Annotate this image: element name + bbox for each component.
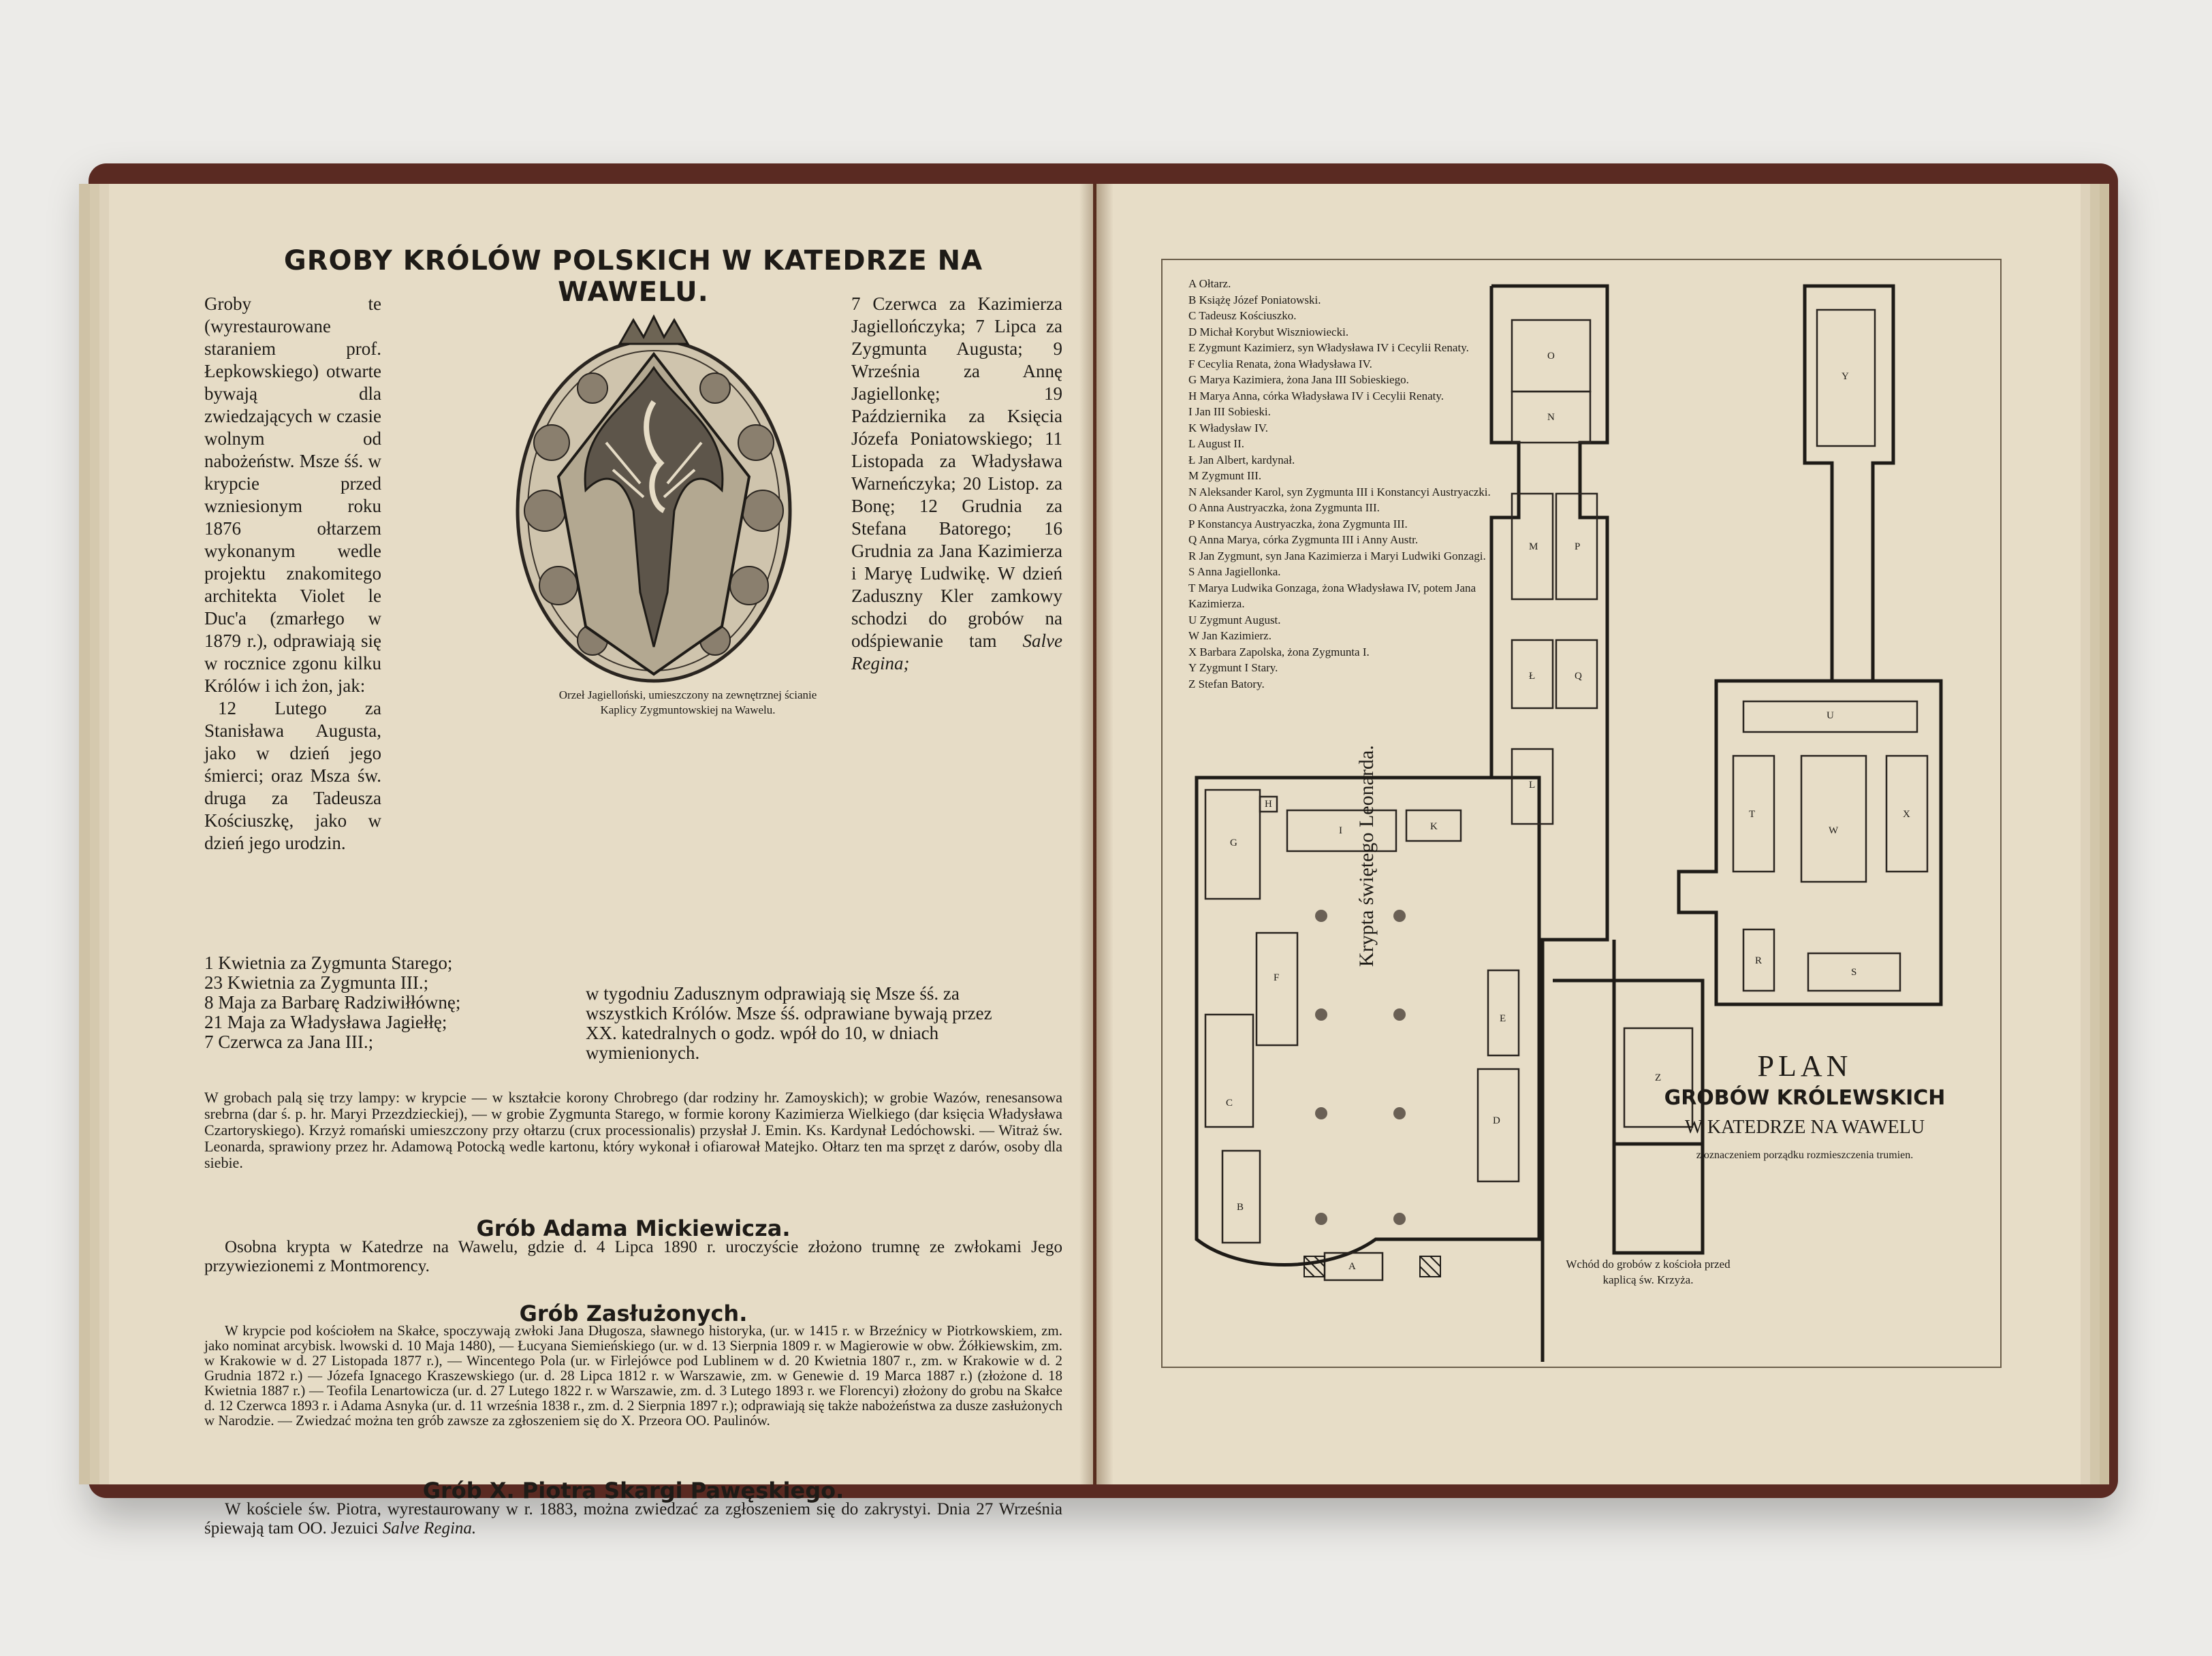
plan-label: K <box>1430 821 1438 832</box>
zasluzonych-heading: Grób Zasłużonych. <box>519 1301 748 1326</box>
plan-label: X <box>1903 809 1910 820</box>
plan-title-block: PLAN GROBÓW KRÓLEWSKICH W KATEDRZE NA WA… <box>1662 1049 1948 1163</box>
intro-column: Groby te (wyrestaurowane staraniem prof.… <box>204 293 381 855</box>
zasluzonych-section: Grób Zasłużonych. W krypcie pod kościołe… <box>204 1301 1062 1429</box>
plan-label: P <box>1575 541 1581 552</box>
list-item: 21 Maja za Władysława Jagiełłę; <box>204 1012 447 1032</box>
mickiewicz-heading: Grób Adama Mickiewicza. <box>476 1215 791 1241</box>
plan-title: PLAN <box>1757 1049 1852 1083</box>
legend-item: I Jan III Sobieski. <box>1188 405 1271 418</box>
plan-label: Z <box>1655 1072 1662 1083</box>
skarga-text: W kościele św. Piotra, wyrestaurowany w … <box>204 1500 1062 1538</box>
legend-item: X Barbara Zapolska, żona Zygmunta I. <box>1188 645 1370 658</box>
plan-label: M <box>1529 541 1538 552</box>
plan-letter-labels: A B C D E F G H I K L Ł M N O P Q R S T … <box>1158 259 2002 1369</box>
legend-item: B Książę Józef Poniatowski. <box>1188 293 1321 306</box>
plan-label: Y <box>1842 371 1849 382</box>
plan-label: I <box>1339 825 1342 836</box>
anniversary-text: 7 Czerwca za Kazimierza Jagiellończyka; … <box>851 293 1062 651</box>
legend-item: P Konstancya Austryaczka, żona Zygmunta … <box>1188 517 1408 530</box>
legend-item: Z Stefan Batory. <box>1188 677 1265 690</box>
anniversary-column: 7 Czerwca za Kazimierza Jagiellończyka; … <box>851 293 1062 675</box>
plan-label: T <box>1749 809 1756 820</box>
plan-label: U <box>1827 710 1834 721</box>
skarga-heading: Grób X. Piotra Skargi Pawęskiego. <box>422 1478 844 1503</box>
legend-item: O Anna Austryaczka, żona Zygmunta III. <box>1188 501 1380 514</box>
plan-subtitle: GROBÓW KRÓLEWSKICH <box>1664 1086 1946 1110</box>
legend-item: D Michał Korybut Wiszniowiecki. <box>1188 325 1349 338</box>
legend-item: N Aleksander Karol, syn Zygmunta III i K… <box>1188 485 1491 498</box>
salve-regina-italic: Salve Regina; <box>851 631 1062 673</box>
legend-item: W Jan Kazimierz. <box>1188 629 1271 642</box>
book-gutter <box>1079 184 1113 1484</box>
legend-item: H Marya Anna, córka Władysława IV i Cecy… <box>1188 389 1444 402</box>
plan-label: A <box>1348 1261 1356 1272</box>
legend-item: S Anna Jagiellonka. <box>1188 565 1281 578</box>
plan-label: L <box>1529 780 1536 791</box>
plan-label: Ł <box>1529 671 1536 682</box>
legend-item: A Ołtarz. <box>1188 277 1231 290</box>
legend-item: C Tadeusz Kościuszko. <box>1188 309 1297 322</box>
plan-label: H <box>1265 799 1272 810</box>
crypt-label: Krypta świętego Leonarda. <box>1355 745 1378 967</box>
mass-continuation: w tygodniu Zadusznym odprawiają się Msze… <box>586 983 992 1063</box>
plan-label: F <box>1274 972 1280 983</box>
legend-item: U Zygmunt August. <box>1188 613 1281 626</box>
emblem-caption: Orzeł Jagielloński, umieszczony na zewnę… <box>558 688 817 716</box>
list-item: 8 Maja za Barbarę Radziwiłłównę; <box>204 992 461 1013</box>
plan-label: S <box>1851 967 1857 978</box>
legend-item: E Zygmunt Kazimierz, syn Władysława IV i… <box>1188 341 1469 354</box>
legend-item: F Cecylia Renata, żona Władysława IV. <box>1188 357 1372 370</box>
plan-label: D <box>1493 1115 1500 1126</box>
tomb-floor-plan <box>1195 284 1943 1362</box>
list-item: 1 Kwietnia za Zygmunta Starego; <box>204 953 453 973</box>
entrance-label: Wchód do grobów z kościoła przed kaplicą… <box>1566 1258 1731 1286</box>
plan-note: z oznaczeniem porządku rozmieszczenia tr… <box>1696 1149 1914 1161</box>
tomb-coffins <box>1204 308 1929 1281</box>
mickiewicz-text: Osobna krypta w Katedrze na Wawelu, gdzi… <box>204 1238 1062 1275</box>
intro-text: Groby te (wyrestaurowane staraniem prof.… <box>204 293 381 696</box>
skarga-body: W kościele św. Piotra, wyrestaurowany w … <box>204 1500 1062 1538</box>
intro-dates: 12 Lutego za Stanisława Augusta, jako w … <box>204 698 381 853</box>
plan-frame <box>1161 259 2002 1368</box>
jagiellonian-eagle-emblem <box>516 314 792 683</box>
list-item: 23 Kwietnia za Zygmunta III.; <box>204 972 429 993</box>
skarga-section: Grób X. Piotra Skargi Pawęskiego. W kośc… <box>204 1478 1062 1538</box>
plan-label: C <box>1226 1098 1233 1109</box>
plan-label: Q <box>1575 671 1582 682</box>
legend-item: Ł Jan Albert, kardynał. <box>1188 453 1295 466</box>
plan-legend: A Ołtarz. B Książę Józef Poniatowski. C … <box>1188 276 1502 692</box>
salve-regina-italic: Salve Regina. <box>382 1519 477 1538</box>
anniversary-list: 1 Kwietnia za Zygmunta Starego; 23 Kwiet… <box>204 953 586 1052</box>
zasluzonych-text: W krypcie pod kościołem na Skałce, spocz… <box>204 1322 1062 1429</box>
left-page-content: GROBY KRÓLÓW POLSKICH W KATEDRZE NA WAWE… <box>204 245 1062 1538</box>
page-title: GROBY KRÓLÓW POLSKICH W KATEDRZE NA WAWE… <box>283 245 983 308</box>
legend-item: M Zygmunt III. <box>1188 469 1262 482</box>
legend-item: Y Zygmunt I Stary. <box>1188 661 1278 674</box>
plan-label: R <box>1755 955 1763 966</box>
legend-item: Q Anna Marya, córka Zygmunta III i Anny … <box>1188 533 1419 546</box>
plan-label: G <box>1230 838 1237 848</box>
mickiewicz-section: Grób Adama Mickiewicza. Osobna krypta w … <box>204 1215 1062 1276</box>
legend-item: T Marya Ludwika Gonzaga, żona Władysława… <box>1188 581 1476 611</box>
legend-item: K Władysław IV. <box>1188 421 1268 434</box>
lamps-paragraph: W grobach palą się trzy lampy: w krypcie… <box>204 1089 1062 1171</box>
plan-label: W <box>1829 825 1839 836</box>
plan-label: O <box>1547 351 1555 362</box>
legend-item: R Jan Zygmunt, syn Jana Kazimierza i Mar… <box>1188 549 1486 562</box>
plan-label: N <box>1547 412 1555 423</box>
plan-location: W KATEDRZE NA WAWELU <box>1684 1117 1925 1138</box>
plan-label: E <box>1500 1013 1506 1024</box>
legend-item: G Marya Kazimiera, żona Jana III Sobiesk… <box>1188 373 1409 386</box>
list-item: 7 Czerwca za Jana III.; <box>204 1032 374 1052</box>
plan-label: B <box>1237 1202 1244 1213</box>
legend-item: L August II. <box>1188 437 1245 450</box>
